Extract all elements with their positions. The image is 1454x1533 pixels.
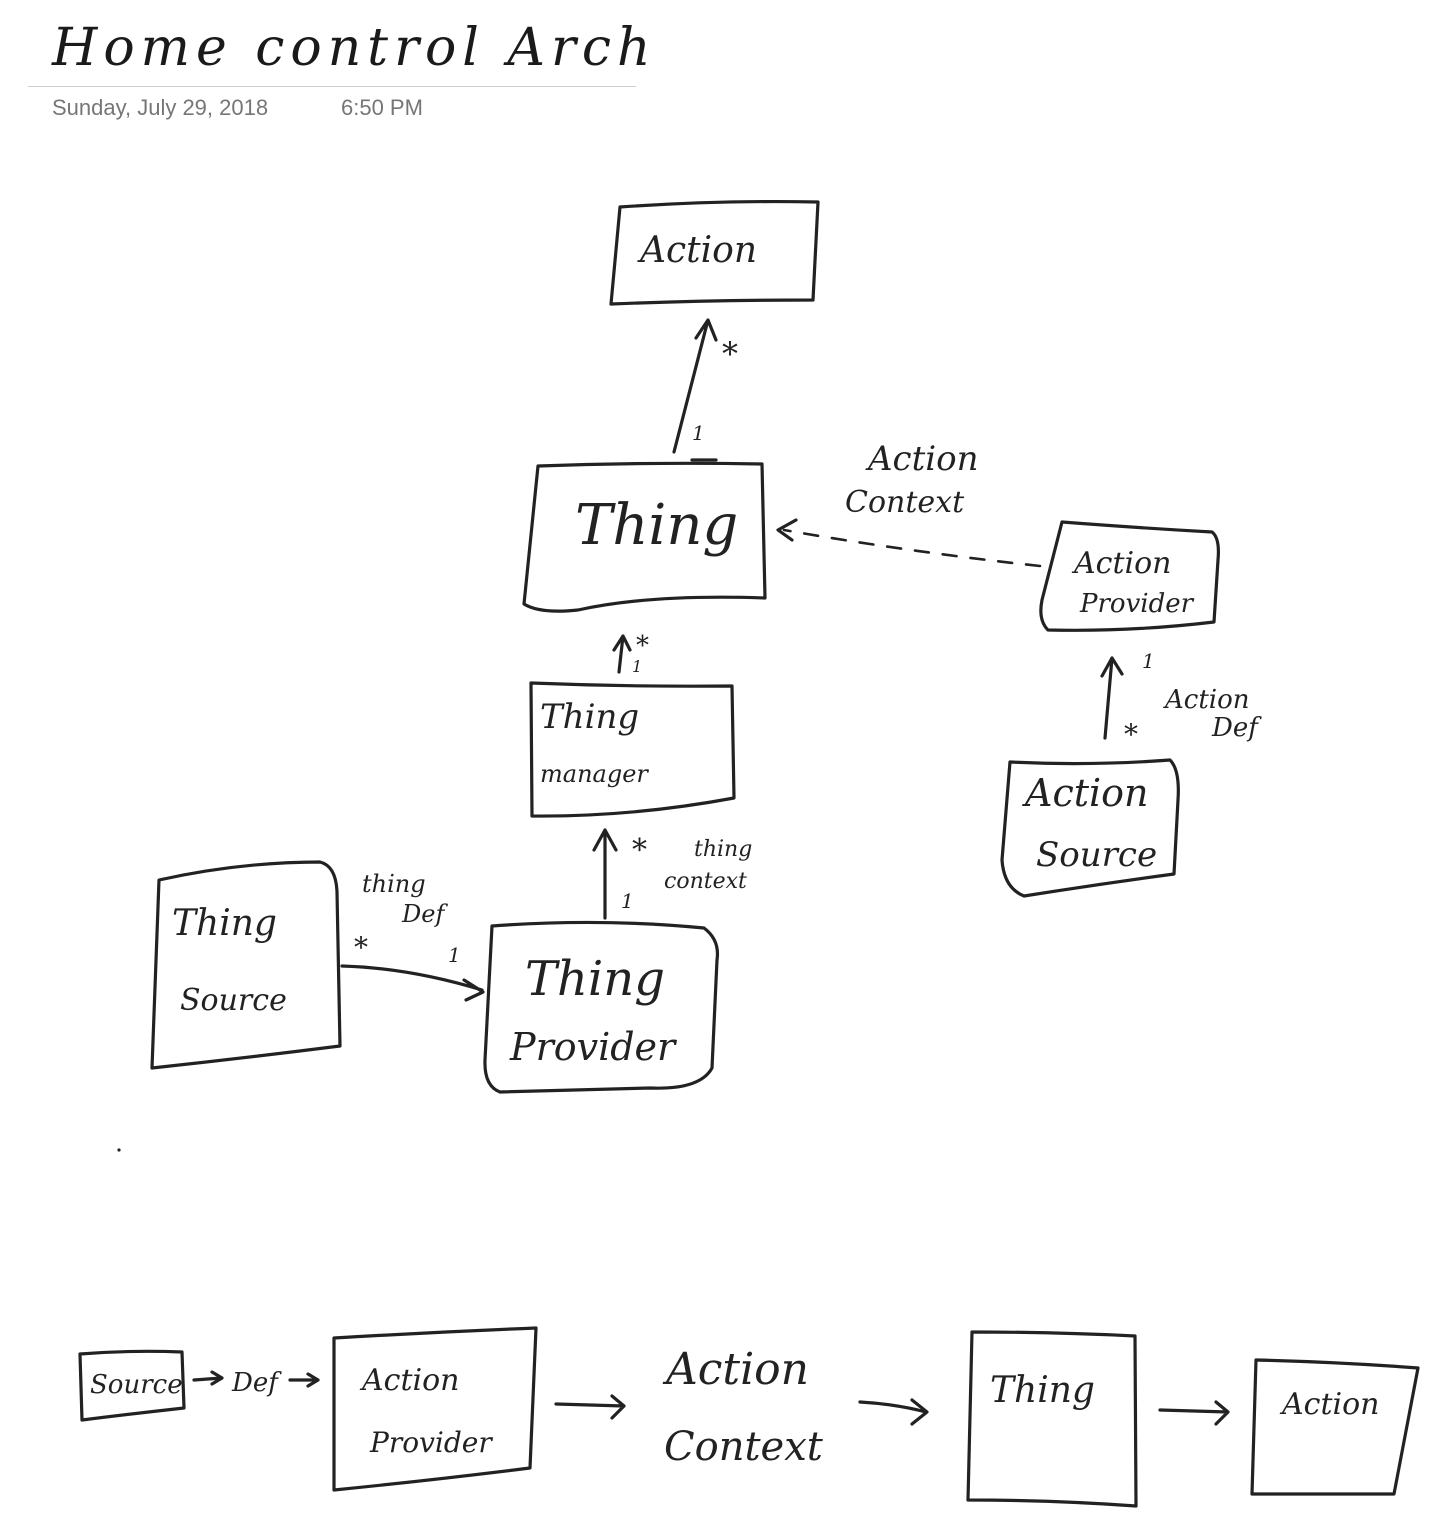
flow-action-provider-box xyxy=(332,1326,538,1492)
source-to-provider-one: 1 xyxy=(448,943,461,967)
action-def-label-line2: Def xyxy=(1211,713,1262,743)
flow-action-context-label-line2: Context xyxy=(664,1424,824,1470)
thing-box xyxy=(522,461,767,613)
thing-context-label-line2: context xyxy=(664,869,747,894)
action-provider-label-line2: Provider xyxy=(1079,589,1195,619)
thing-source-label-line1: Thing xyxy=(172,903,277,944)
flow-arrow-4 xyxy=(858,1398,929,1426)
flow-arrow-3 xyxy=(554,1394,626,1420)
asource-to-aprovider-one: 1 xyxy=(1142,649,1155,673)
asource-to-aprovider-many: * xyxy=(1124,718,1138,751)
provider-to-manager-arrow xyxy=(592,828,618,920)
thing-manager-label-line1: Thing xyxy=(540,697,639,737)
flow-arrow-1 xyxy=(192,1370,224,1386)
flow-source-label: Source xyxy=(90,1370,183,1400)
asource-to-aprovider-arrow xyxy=(1100,656,1124,740)
flow-action-provider-label-line2: Provider xyxy=(369,1426,493,1459)
flow-action-box xyxy=(1250,1358,1420,1496)
action-source-label-line2: Source xyxy=(1036,835,1157,875)
page-title[interactable]: Home control Arch xyxy=(52,18,657,78)
thing-provider-label-line2: Provider xyxy=(509,1025,678,1069)
note-time: 6:50 PM xyxy=(341,95,423,120)
action-context-label-line2: Context xyxy=(845,485,965,520)
thing-source-box xyxy=(150,860,342,1070)
thing-to-action-one: 1 xyxy=(692,421,705,445)
title-divider xyxy=(28,86,636,87)
note-date: Sunday, July 29, 2018 xyxy=(52,95,269,120)
source-to-provider-arrow xyxy=(340,964,485,1002)
provider-to-manager-many: * xyxy=(632,833,647,868)
action-source-label-line1: Action xyxy=(1022,771,1149,815)
thing-to-action-arrow xyxy=(672,318,718,454)
action-provider-label-line1: Action xyxy=(1071,546,1172,581)
flow-def-label: Def xyxy=(231,1368,282,1398)
action-box xyxy=(609,199,820,306)
flow-arrow-5 xyxy=(1158,1400,1230,1426)
flow-thing-label: Thing xyxy=(990,1370,1095,1411)
flow-action-label: Action xyxy=(1279,1387,1380,1422)
thing-provider-label-line1: Thing xyxy=(525,951,665,1007)
action-source-box xyxy=(1000,758,1180,898)
manager-to-thing-many: * xyxy=(636,631,649,661)
thing-def-label-line1: thing xyxy=(362,870,426,898)
flow-thing-box xyxy=(966,1330,1138,1508)
action-context-dashed-line xyxy=(782,528,1042,568)
action-def-label-line1: Action xyxy=(1163,685,1250,715)
thing-box-label: Thing xyxy=(575,493,738,558)
flow-source-box xyxy=(78,1349,186,1422)
flow-action-context-label-line1: Action xyxy=(662,1344,809,1395)
source-to-provider-many: * xyxy=(354,931,368,964)
flow-arrow-2 xyxy=(288,1372,320,1388)
thing-provider-box xyxy=(483,920,720,1094)
action-context-arrowhead xyxy=(776,518,798,542)
manager-to-thing-arrow xyxy=(612,634,632,674)
thing-manager-label-line2: manager xyxy=(540,760,649,788)
action-box-label: Action xyxy=(637,230,757,271)
thing-manager-box xyxy=(529,681,736,818)
stray-ink-dot xyxy=(117,1148,121,1152)
manager-to-thing-one: 1 xyxy=(632,657,642,676)
provider-to-manager-one: 1 xyxy=(621,889,634,913)
action-context-label-line1: Action xyxy=(865,439,979,479)
thing-def-label-line2: Def xyxy=(401,900,448,928)
thing-source-label-line2: Source xyxy=(180,983,287,1018)
thing-context-label-line1: thing xyxy=(694,837,752,862)
thing-to-action-many: * xyxy=(722,335,738,373)
flow-action-provider-label-line1: Action xyxy=(359,1363,460,1398)
action-provider-box xyxy=(1039,520,1220,632)
